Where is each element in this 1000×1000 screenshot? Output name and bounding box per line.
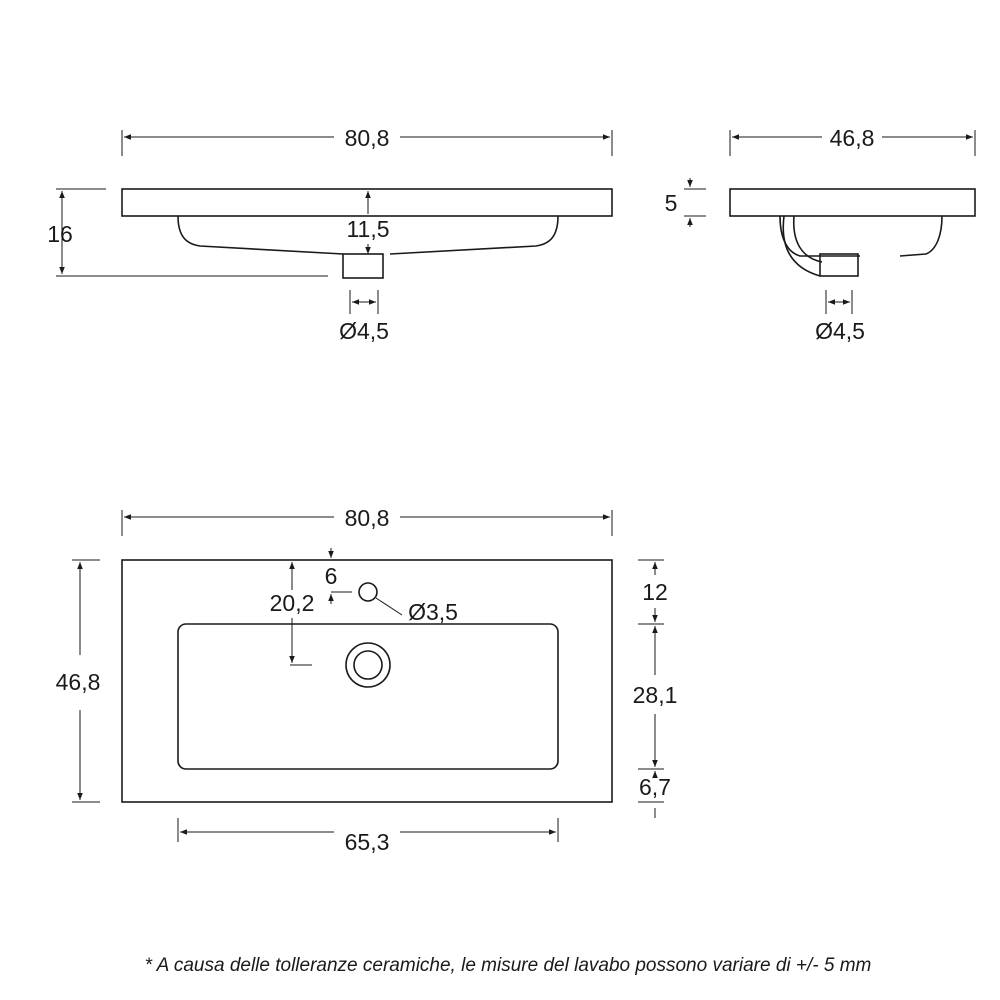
side-depth-label: 46,8 xyxy=(830,125,875,151)
front-drain-diameter-label: Ø4,5 xyxy=(339,318,389,344)
front-drain-diameter-dimension: Ø4,5 xyxy=(339,290,389,344)
tap-hole-offset-dimension: 6 xyxy=(325,548,352,604)
basin-width-label: 65,3 xyxy=(345,829,390,855)
side-bowl-outline xyxy=(779,215,943,257)
front-drain-pipe xyxy=(342,253,384,279)
front-width-label: 80,8 xyxy=(345,125,390,151)
side-thickness-dimension: 5 xyxy=(665,178,706,227)
tolerance-footnote: * A causa delle tolleranze ceramiche, le… xyxy=(145,955,872,976)
front-height-dimension: 16 xyxy=(47,188,328,277)
side-thickness-label: 5 xyxy=(665,190,678,216)
tap-hole-diameter-label: Ø3,5 xyxy=(408,599,458,625)
top-width-dimension: 80,8 xyxy=(121,505,613,536)
tap-hole-offset-label: 6 xyxy=(325,563,338,589)
right-side-dimensions: 12 28,1 6,7 xyxy=(633,559,678,818)
drain-offset-label: 20,2 xyxy=(270,590,315,616)
front-margin-label: 6,7 xyxy=(639,774,671,800)
side-depth-dimension: 46,8 xyxy=(729,125,976,156)
basin-width-dimension: 65,3 xyxy=(177,818,559,855)
front-view: 80,8 16 11,5 Ø4,5 xyxy=(47,125,613,344)
top-view: 80,8 46,8 6 20,2 Ø3,5 xyxy=(56,505,678,855)
side-top-slab xyxy=(729,188,976,217)
back-margin-label: 12 xyxy=(642,579,668,605)
drain-offset-dimension: 20,2 xyxy=(270,562,315,666)
front-bowl-outline xyxy=(177,215,559,255)
side-trap-pipe xyxy=(782,215,823,277)
top-depth-label: 46,8 xyxy=(56,669,101,695)
front-drain-depth-dimension: 11,5 xyxy=(346,191,390,254)
side-drain-pipe xyxy=(819,253,859,277)
top-basin-outline xyxy=(177,623,559,770)
front-drain-depth-label: 11,5 xyxy=(346,216,389,242)
front-width-dimension: 80,8 xyxy=(121,125,613,156)
top-width-label: 80,8 xyxy=(345,505,390,531)
drain-outer-ring xyxy=(345,642,391,688)
top-outer-outline xyxy=(121,559,613,803)
side-drain-diameter-label: Ø4,5 xyxy=(815,318,865,344)
basin-depth-label: 28,1 xyxy=(633,682,678,708)
top-depth-dimension: 46,8 xyxy=(56,559,101,803)
front-top-slab xyxy=(121,188,613,217)
front-height-label: 16 xyxy=(47,221,73,247)
tap-hole xyxy=(358,582,378,602)
tap-hole-diameter-callout: Ø3,5 xyxy=(375,597,458,625)
side-view: 46,8 5 Ø4,5 xyxy=(665,125,976,344)
side-drain-diameter-dimension: Ø4,5 xyxy=(815,290,865,344)
drain-inner-ring xyxy=(353,650,383,680)
